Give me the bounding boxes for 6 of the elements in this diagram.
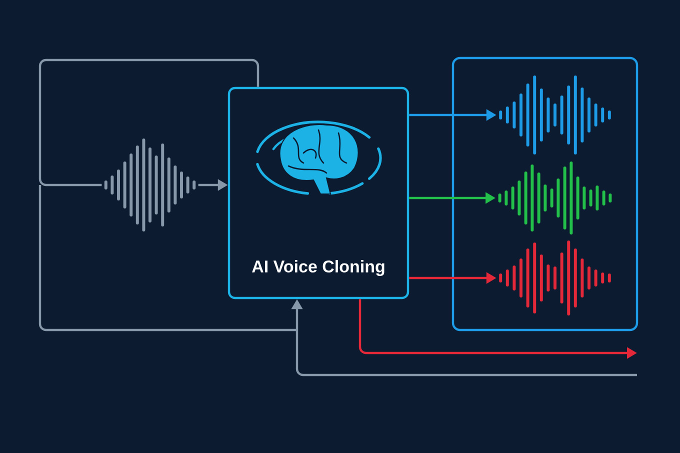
process-box: AI Voice Cloning [228,86,410,300]
waveform-drawing [498,162,612,234]
output-panel [452,56,638,332]
waveform-drawing [499,240,611,316]
waveform-drawing [499,76,611,154]
waveform-drawing [104,138,196,232]
